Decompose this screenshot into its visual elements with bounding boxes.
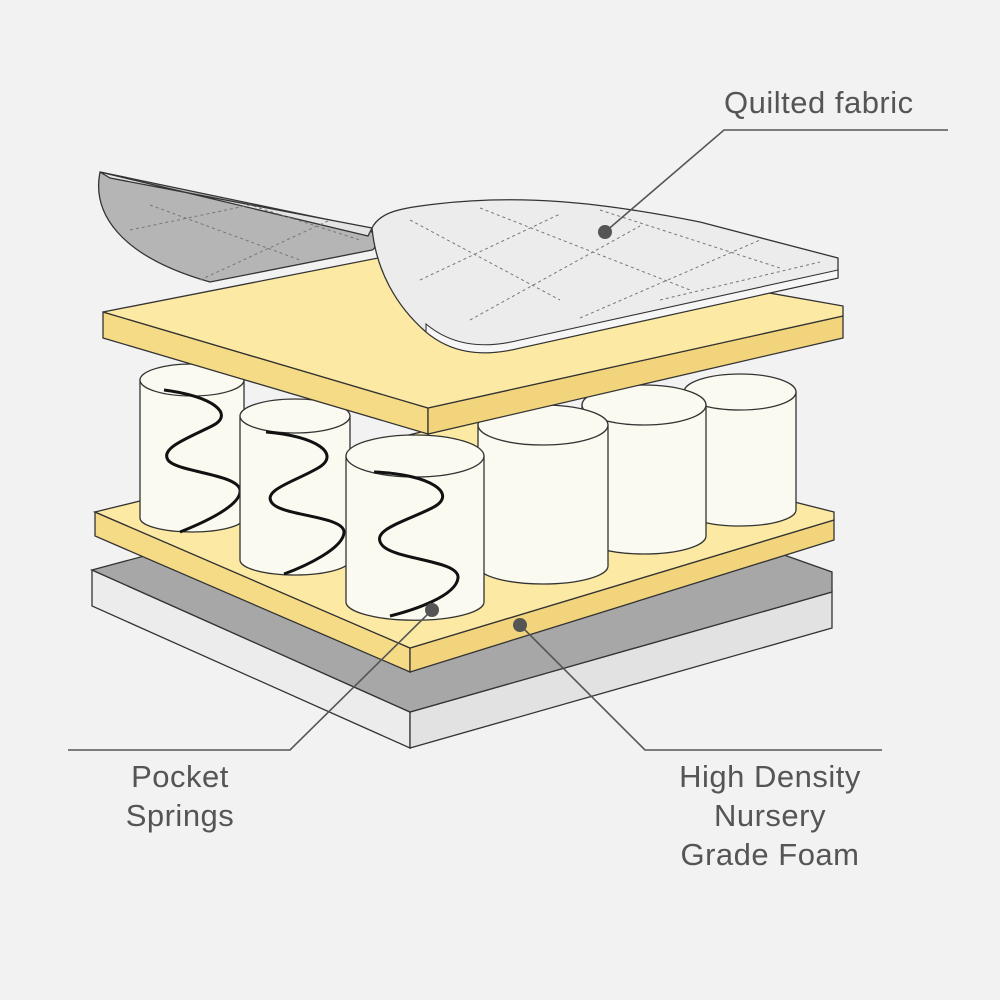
coil-spring-2 <box>265 430 346 576</box>
leader-dots <box>425 225 612 632</box>
label-foam-line-3: Grade Foam <box>680 836 860 872</box>
leader-line-quilted-fabric <box>604 129 948 233</box>
pocket-spring-back-3 <box>477 404 609 585</box>
label-pocket-springs-line-1: Pocket <box>131 759 229 794</box>
pocket-spring-3 <box>345 434 485 621</box>
quilted-fabric-top <box>371 199 839 354</box>
leader-line-foam <box>519 624 882 751</box>
spring-pockets-back <box>477 373 797 585</box>
leader-dot-pocket-springs <box>425 603 439 617</box>
quilting-stitches <box>129 204 821 321</box>
spring-pockets-coiled <box>139 363 485 621</box>
quilted-fabric-front-edge <box>425 269 839 354</box>
pocket-spring-1 <box>139 363 245 534</box>
leader-lines <box>68 129 948 751</box>
label-foam-line-1: High Density <box>679 759 861 794</box>
coil-spring-3 <box>373 470 460 618</box>
label-pocket-springs-line-2: Springs <box>125 797 235 833</box>
label-high-density-foam: High Density Nursery Grade Foam <box>630 758 910 874</box>
label-pocket-springs: Pocket Springs <box>100 758 260 836</box>
quilted-fabric-layer <box>98 171 839 354</box>
coil-spring-1 <box>163 388 242 534</box>
pocket-spring-2 <box>239 398 351 576</box>
leader-line-pocket-springs <box>68 609 433 751</box>
label-quilted-fabric: Quilted fabric <box>724 85 914 120</box>
leader-dot-foam <box>513 618 527 632</box>
label-foam-line-2: Nursery <box>713 797 826 833</box>
leader-dot-quilted-fabric <box>598 225 612 239</box>
pocket-spring-back-1 <box>683 373 797 527</box>
pocket-spring-back-2 <box>581 384 707 555</box>
